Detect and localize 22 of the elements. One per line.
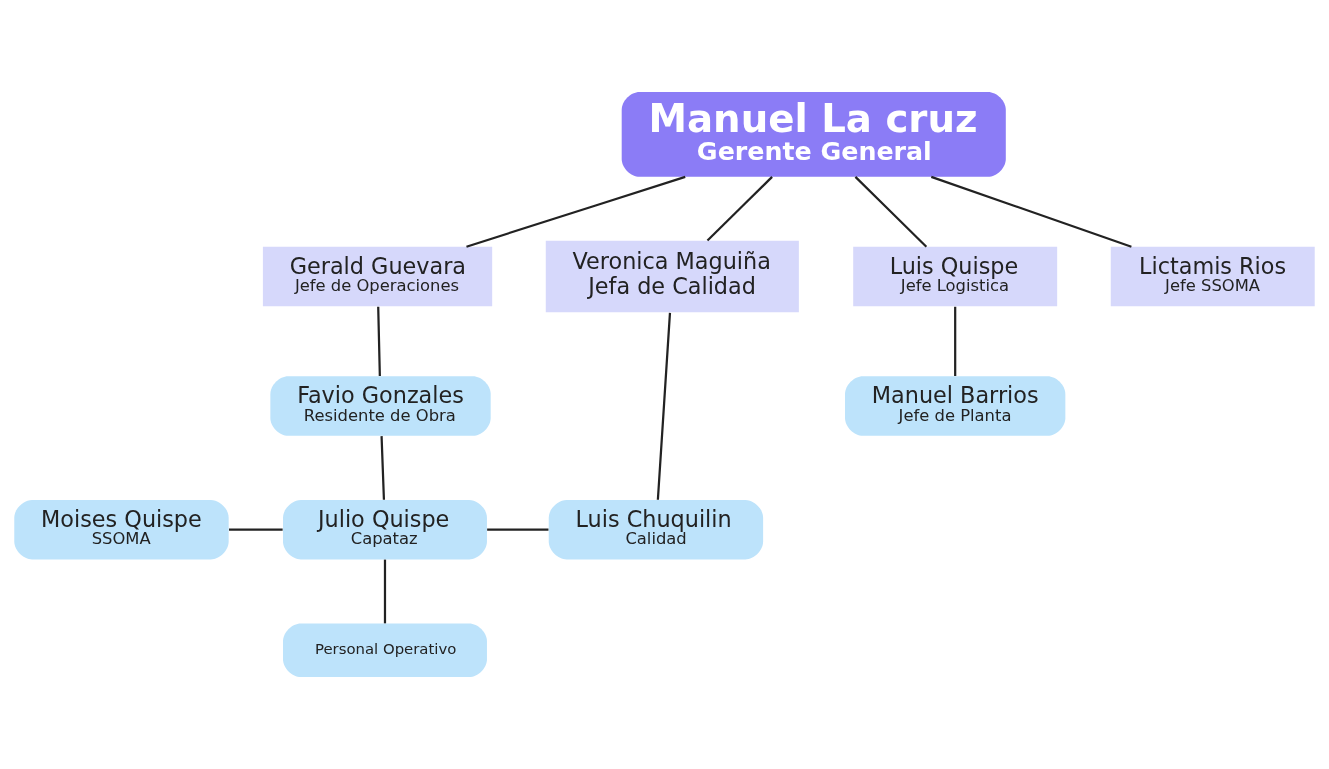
connector (229, 528, 283, 531)
connector (706, 176, 773, 242)
connector (930, 175, 1132, 248)
node-box: Favio Gonzales Residente de Obra (270, 376, 491, 436)
node-box: Personal Operativo (283, 623, 487, 678)
connector (383, 559, 387, 624)
connector (466, 175, 686, 248)
node-box: Manuel La cruz Gerente General (621, 91, 1006, 177)
node-box: Luis Chuquilin Calidad (548, 499, 764, 560)
node-box: Julio Quispe Capataz (283, 499, 487, 560)
connector (854, 176, 928, 248)
connector (954, 306, 957, 376)
node-box: Luis Quispe Jefe Logistica (853, 246, 1058, 307)
node-box: Gerald Guevara Jefe de Operaciones (262, 246, 493, 307)
node-box: Manuel Barrios Jefe de Planta (845, 376, 1066, 436)
node-box: Lictamis Rios Jefe SSOMA (1110, 246, 1315, 307)
connector (377, 306, 381, 377)
connector (487, 528, 549, 531)
node-box: Veronica Maguiña Jefa de Calidad (545, 240, 799, 313)
connector (380, 436, 386, 500)
connector (656, 312, 672, 500)
node-box: Moises Quispe SSOMA (14, 499, 229, 560)
